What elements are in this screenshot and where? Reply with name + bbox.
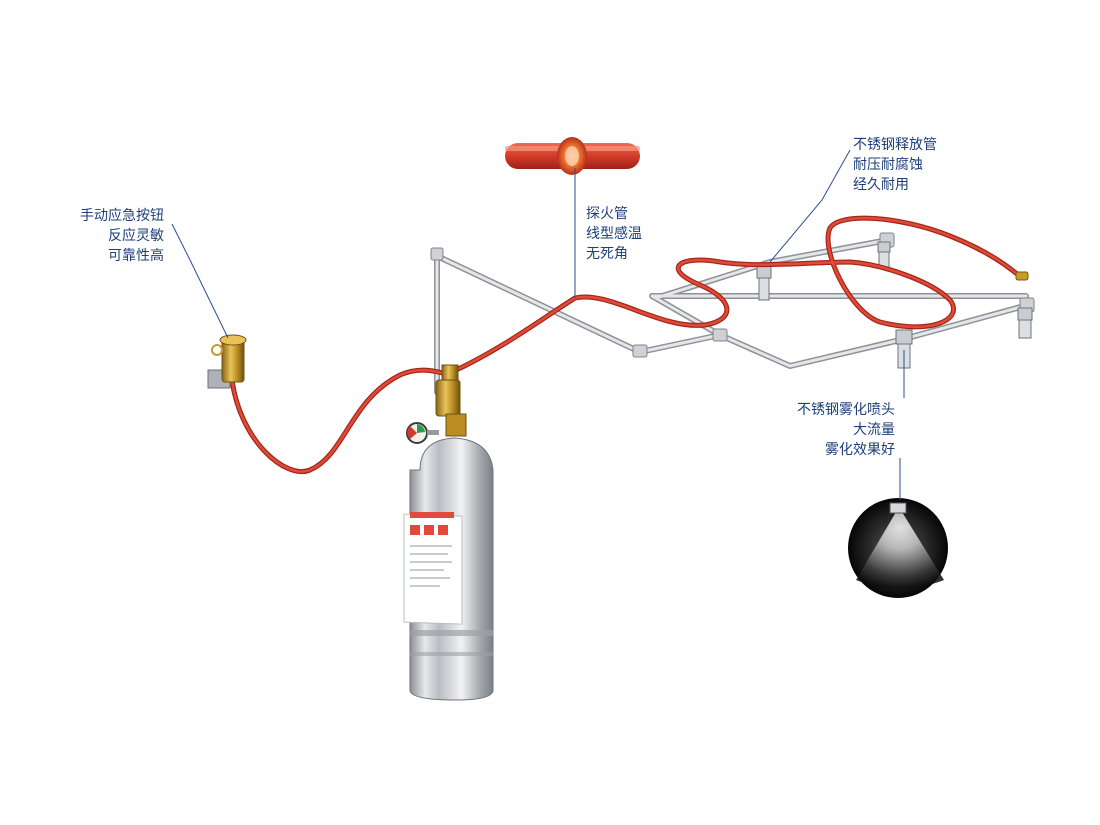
callout-line: 可靠性高 xyxy=(108,248,164,264)
release-pipe-network xyxy=(430,232,1035,395)
callout-release-pipe: 不锈钢释放管 耐压耐腐蚀 经久耐用 xyxy=(853,135,937,195)
callout-line: 探火管 xyxy=(586,206,628,222)
callout-manual-button: 手动应急按钮 反应灵敏 可靠性高 xyxy=(80,206,164,266)
nozzle-4 xyxy=(1017,307,1033,339)
nozzle-1 xyxy=(756,265,772,301)
callout-line: 手动应急按钮 xyxy=(80,208,164,224)
agent-cylinder xyxy=(403,364,494,701)
callout-line: 不锈钢释放管 xyxy=(853,137,937,153)
callout-line: 耐压耐腐蚀 xyxy=(853,157,923,173)
callout-line: 无死角 xyxy=(586,246,628,262)
leader-lines xyxy=(171,149,905,500)
callout-line: 经久耐用 xyxy=(853,177,909,193)
detection-tube-closeup xyxy=(505,137,640,175)
callout-line: 大流量 xyxy=(853,422,895,438)
callout-nozzle: 不锈钢雾化喷头 大流量 雾化效果好 xyxy=(797,400,895,460)
nozzle-2 xyxy=(877,241,891,269)
manual-button-device xyxy=(207,334,247,389)
nozzle-spray-closeup xyxy=(848,498,948,598)
callout-line: 线型感温 xyxy=(586,226,642,242)
detection-tube xyxy=(229,215,1029,474)
callout-line: 不锈钢雾化喷头 xyxy=(797,402,895,418)
pipe-nozzles xyxy=(756,241,1033,369)
callout-detection-tube: 探火管 线型感温 无死角 xyxy=(586,204,642,264)
callout-line: 反应灵敏 xyxy=(108,228,164,244)
callout-line: 雾化效果好 xyxy=(825,442,895,458)
